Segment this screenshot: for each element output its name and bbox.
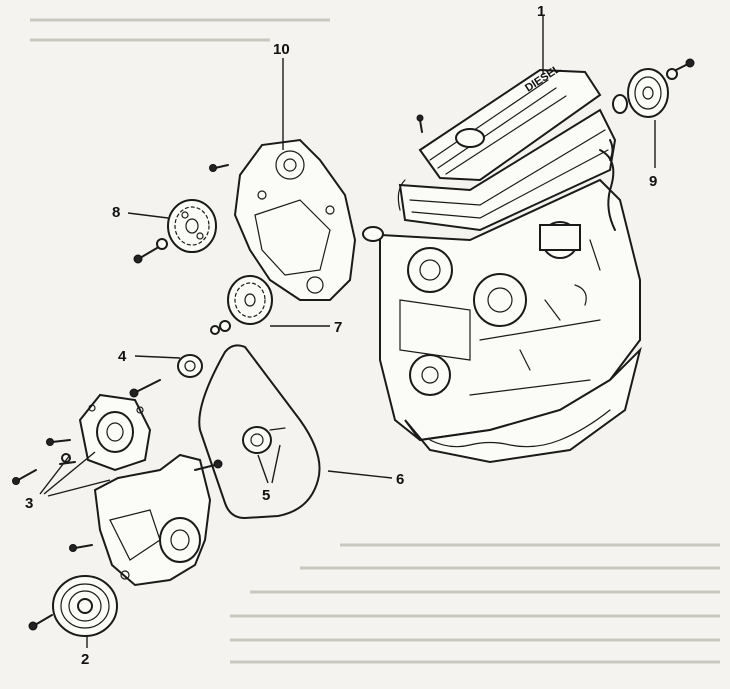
callout-6: 6: [396, 471, 404, 488]
callout-2: 2: [81, 651, 89, 668]
callout-labels: 1 2 3 4 5 6 7 8 9 10: [25, 3, 657, 668]
background-bleed: [30, 18, 720, 664]
callout-8: 8: [112, 204, 120, 221]
callout-10: 10: [273, 41, 290, 58]
front-housing-3: [46, 393, 152, 472]
crankshaft-pulley-9: [612, 58, 695, 118]
idler-roller-4: [129, 354, 203, 398]
timing-belt-6: [198, 344, 321, 519]
rear-timing-cover-10: [209, 138, 357, 301]
injection-pump-sprocket-7: [210, 275, 273, 335]
callout-3: 3: [25, 495, 33, 512]
belt-tensioner-5: [242, 426, 286, 454]
oil-filler-cap: [455, 128, 485, 148]
callout-7: 7: [334, 319, 342, 336]
crank-pulley-2: [28, 575, 118, 637]
camshaft-sprocket-8: [133, 199, 217, 264]
callout-4: 4: [118, 348, 127, 365]
engine-block: DIESEL: [362, 63, 642, 464]
leader-lines: [39, 16, 656, 648]
callout-1: 1: [537, 3, 545, 20]
callout-5: 5: [262, 487, 270, 504]
callout-9: 9: [649, 173, 657, 190]
lower-front-cover-3: [12, 453, 223, 587]
